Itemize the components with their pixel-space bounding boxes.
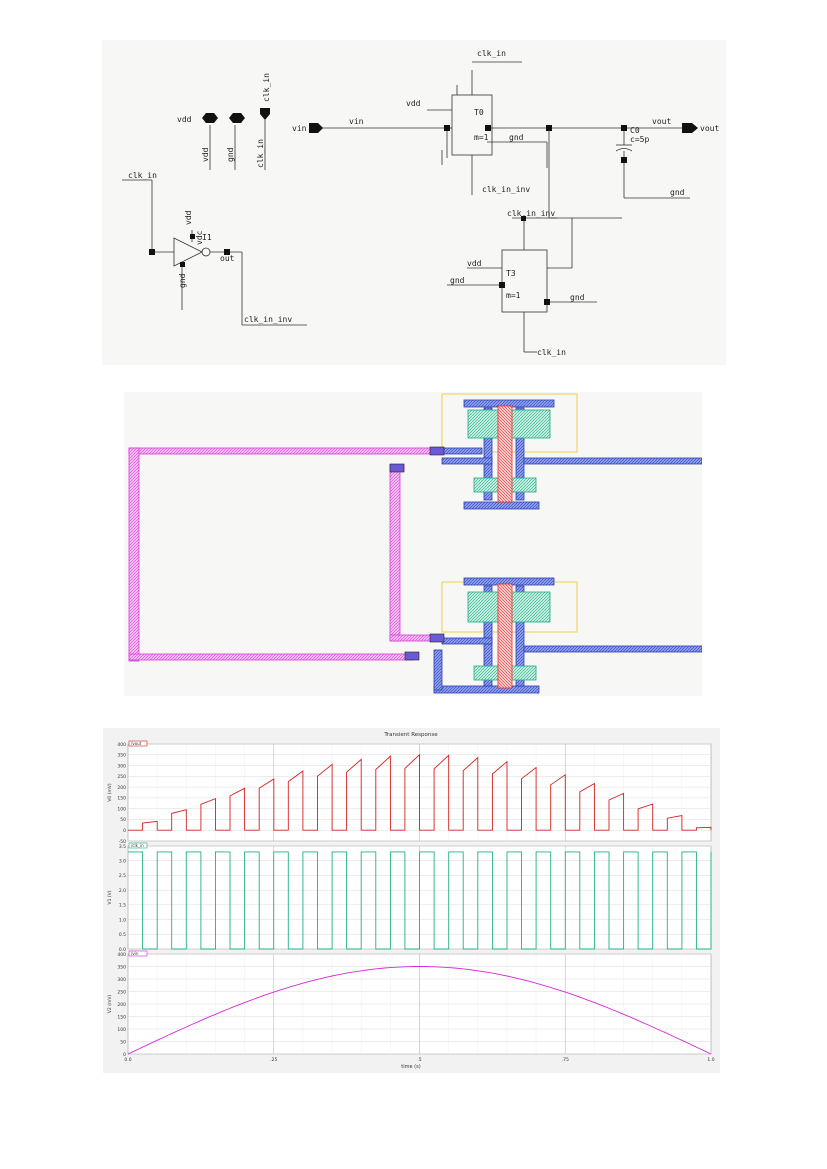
- layout-canvas: [128, 393, 702, 694]
- y-tick-label: 1.0: [119, 917, 126, 923]
- net-label-clk-in-inv-out: clk_in_inv: [244, 315, 292, 324]
- y-tick-label: 250: [117, 989, 126, 995]
- pin-label-gnd-vertical: gnd: [226, 147, 235, 162]
- schematic-panel: vin vin vout vout clk_in vdd gnd clk_in_…: [102, 40, 726, 365]
- net-label-clk-in-top: clk_in: [477, 49, 506, 58]
- x-tick-label: 1.0: [707, 1057, 714, 1063]
- series-line-vin: [127, 966, 712, 1055]
- legend-box: [128, 740, 148, 747]
- y-tick-label: 250: [117, 774, 126, 780]
- pin-label-vin: vin: [292, 124, 307, 133]
- pin-label-vdd: vdd: [177, 115, 192, 124]
- y-tick-label: 350: [117, 753, 126, 759]
- transistor-t0-mult: m=1: [474, 133, 489, 142]
- transistor-t3-name: T3: [506, 269, 516, 278]
- schematic-canvas: vin vin vout vout clk_in vdd gnd clk_in_…: [122, 49, 719, 357]
- y-tick-label: 3.5: [119, 844, 126, 850]
- net-label-clk-in-inv-left: clk_in: [128, 171, 157, 180]
- pin-label-vdd-vertical: vdd: [201, 147, 210, 162]
- transistor-t0-name: T0: [474, 108, 484, 117]
- y-tick-label: 3.0: [119, 859, 126, 865]
- legend-entry: /clk_in: [131, 843, 144, 848]
- net-label-vin: vin: [349, 117, 364, 126]
- legend-box: [128, 950, 148, 957]
- y-tick-label: 0: [123, 828, 126, 834]
- y-tick-label: 50: [120, 817, 126, 823]
- y-axis-label: V0 (mV): [107, 783, 113, 802]
- y-tick-label: -50: [119, 839, 126, 845]
- x-tick-label: 0.0: [124, 1057, 131, 1063]
- x-tick-label: .25: [270, 1057, 277, 1063]
- net-label-clk-in-t3: clk_in: [537, 348, 566, 357]
- pin-label-clk-in-top: clk_in: [262, 73, 271, 102]
- y-tick-label: 300: [117, 763, 126, 769]
- net-label-gnd-cap: gnd: [670, 188, 685, 197]
- y-tick-label: 200: [117, 785, 126, 791]
- legend-entry: /vout: [131, 741, 142, 746]
- y-tick-label: 0: [123, 1052, 126, 1058]
- net-label-gnd-t3-right: gnd: [570, 293, 585, 302]
- x-tick-label: .75: [562, 1057, 569, 1063]
- y-tick-label: 100: [117, 806, 126, 812]
- inverter-gnd-label: gnd: [178, 273, 187, 288]
- x-axis-label: time (s): [401, 1064, 420, 1070]
- transient-plot-panel: Transient Response -50 0 50 100 150 200 250 300…: [103, 728, 720, 1073]
- inverter-vdc-label: vdc: [195, 230, 204, 245]
- series-line-clk_in: [128, 851, 712, 950]
- inverter-vdd-label: vdd: [184, 210, 193, 225]
- net-label-vdd-t3: vdd: [467, 259, 482, 268]
- inverter-name: I1: [202, 233, 212, 242]
- y-tick-label: 2.0: [119, 888, 126, 894]
- y-tick-label: 150: [117, 1014, 126, 1020]
- y-tick-label: 150: [117, 796, 126, 802]
- pin-label-vout: vout: [700, 124, 719, 133]
- net-label-clk-in-inv-t0: clk_in_inv: [482, 185, 530, 194]
- inverter-out-label: out: [220, 254, 235, 263]
- net-label-vout: vout: [652, 117, 671, 126]
- plot-title: Transient Response: [383, 732, 438, 738]
- y-tick-label: 100: [117, 1027, 126, 1033]
- y-tick-label: 0.0: [119, 947, 126, 953]
- capacitor-value: c=5p: [630, 135, 649, 144]
- y-tick-label: 400: [117, 952, 126, 958]
- net-label-clk-in-inv-t3: clk_in_inv: [507, 209, 555, 218]
- y-tick-label: 2.5: [119, 873, 126, 879]
- y-axis-label: V2 (mV): [107, 995, 113, 1014]
- series-line-vout: [128, 753, 712, 831]
- y-tick-label: 1.5: [119, 903, 126, 909]
- legend-entry: /vin: [131, 951, 139, 956]
- legend-box: [128, 842, 148, 849]
- net-label-vdd-t0: vdd: [406, 99, 421, 108]
- layout-panel: [124, 392, 702, 696]
- y-tick-label: 50: [120, 1039, 126, 1045]
- pin-label-clk-in-vertical: clk_in: [256, 139, 265, 168]
- y-tick-label: 350: [117, 964, 126, 970]
- y-tick-label: 400: [117, 742, 126, 748]
- y-tick-label: 0.5: [119, 932, 126, 938]
- y-tick-label: 200: [117, 1002, 126, 1008]
- capacitor-name: C0: [630, 126, 640, 135]
- y-axis-label: V1 (V): [107, 890, 113, 904]
- x-tick-label: .5: [417, 1057, 421, 1063]
- transistor-t3-mult: m=1: [506, 291, 521, 300]
- y-tick-label: 300: [117, 977, 126, 983]
- transient-plot: Transient Response -50 0 50 100 150 200 250 300…: [107, 732, 715, 1070]
- net-label-gnd-t0: gnd: [509, 133, 524, 142]
- net-label-gnd-t3: gnd: [450, 276, 465, 285]
